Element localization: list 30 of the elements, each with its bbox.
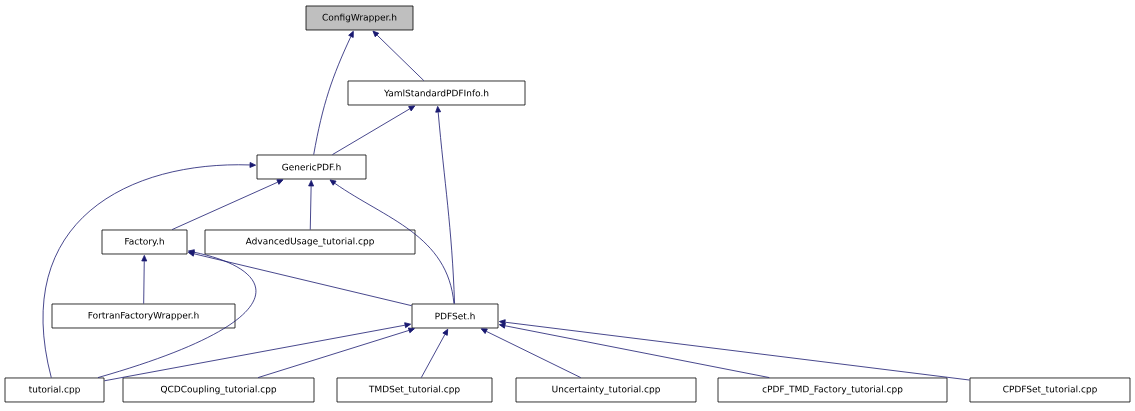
arrow: [104, 322, 411, 382]
file-box: Factory.h: [101, 229, 188, 255]
arrow: [499, 319, 970, 381]
file-box: YamlStandardPDFInfo.h: [347, 80, 526, 106]
file-box: GenericPDF.h: [256, 154, 367, 180]
arrow: [308, 180, 314, 230]
arrow: [480, 328, 582, 378]
file-box: ConfigWrapper.h: [305, 5, 414, 31]
arrow: [188, 250, 412, 307]
arrow: [435, 106, 455, 304]
arrow: [171, 179, 284, 230]
file-box: Uncertainty_tutorial.cpp: [515, 377, 697, 403]
arrow: [372, 30, 425, 81]
file-box: QCDCoupling_tutorial.cpp: [122, 377, 315, 403]
file-box: cPDF_TMD_Factory_tutorial.cpp: [717, 377, 948, 403]
file-box: CPDFSet_tutorial.cpp: [969, 377, 1131, 403]
arrow: [313, 30, 354, 155]
arrow: [97, 249, 257, 378]
arrow: [332, 105, 416, 155]
file-box: TMDSet_tutorial.cpp: [336, 377, 493, 403]
arrow: [257, 327, 415, 378]
file-box: tutorial.cpp: [4, 377, 105, 403]
arrow: [329, 179, 455, 304]
arrow: [141, 255, 148, 304]
arrow: [499, 322, 770, 378]
file-box: FortranFactoryWrapper.h: [51, 303, 236, 329]
file-box: PDFSet.h: [411, 303, 499, 329]
arrow: [42, 162, 256, 378]
arrow: [420, 328, 449, 378]
file-box: AdvancedUsage_tutorial.cpp: [204, 229, 416, 255]
